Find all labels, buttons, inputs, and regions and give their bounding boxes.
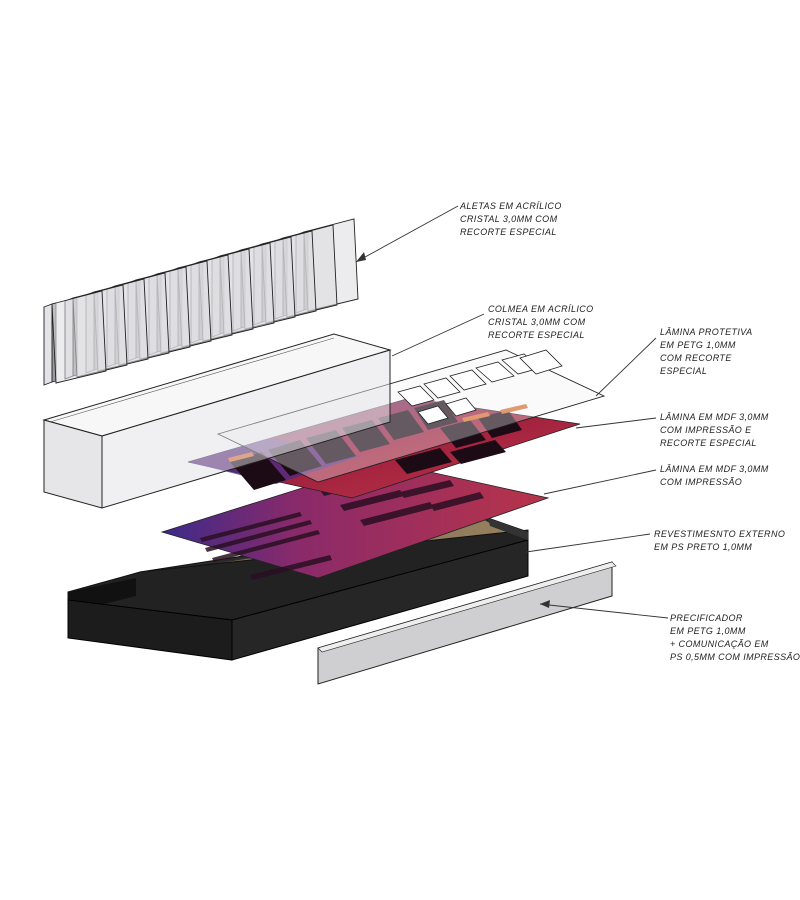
label-colmeia: COLMEA EM ACRÍLICO CRISTAL 3,0MM COM REC…	[488, 303, 594, 342]
petg-cutouts	[397, 349, 563, 425]
leader-mdf-impressao	[543, 469, 657, 495]
leader-lines	[355, 205, 669, 619]
label-colmeia-line-1: COLMEA EM ACRÍLICO	[488, 304, 594, 314]
petg-sheet	[216, 349, 606, 483]
label-aletas-line-3: RECORTE ESPECIAL	[460, 227, 557, 237]
leader-precificador	[539, 603, 669, 619]
label-mdf-impressao-line-2: COM IMPRESSÃO	[660, 477, 743, 487]
base-end-cap	[488, 518, 528, 540]
label-precificador-line-4: PS 0,5MM COM IMPRESSÃO	[670, 652, 800, 662]
petg-protective-layer	[216, 349, 606, 483]
acrylic-fin	[43, 290, 107, 386]
leader-revestimento	[525, 533, 651, 553]
label-lamina-protetiva: LÂMINA PROTETIVA EM PETG 1,0MM COM RECOR…	[660, 326, 753, 378]
arrowhead-precificador	[540, 600, 550, 608]
label-colmeia-line-3: RECORTE ESPECIAL	[488, 330, 585, 340]
leader-arrowheads	[356, 252, 550, 608]
leader-mdf-recorte	[575, 417, 657, 429]
label-mdf-recorte: LÂMINA EM MDF 3,0MM COM IMPRESSÃO E RECO…	[660, 411, 769, 450]
label-aletas-line-1: ALETAS EM ACRÍLICO	[460, 201, 562, 211]
label-precificador-line-2: EM PETG 1,0MM	[670, 626, 746, 636]
mdf-printed-layer	[160, 461, 550, 580]
label-precificador-line-3: + COMUNICAÇÃO EM	[670, 639, 769, 649]
label-mdf-impressao: LÂMINA EM MDF 3,0MM COM IMPRESSÃO	[660, 463, 769, 489]
label-lamina-protetiva-line-1: LÂMINA PROTETIVA	[660, 327, 753, 337]
price-holder	[317, 561, 617, 685]
label-lamina-protetiva-line-3: COM RECORTE	[660, 353, 732, 363]
label-mdf-recorte-line-2: COM IMPRESSÃO E	[660, 425, 752, 435]
mdf-printed-slots	[200, 480, 484, 580]
leader-lamina-protetiva	[595, 337, 657, 397]
label-aletas: ALETAS EM ACRÍLICO CRISTAL 3,0MM COM REC…	[460, 200, 562, 239]
label-revestimento-line-1: REVESTIMESNTO EXTERNO	[654, 529, 786, 539]
label-mdf-recorte-line-1: LÂMINA EM MDF 3,0MM	[660, 412, 769, 422]
base-left-wall	[68, 578, 136, 606]
label-aletas-line-2: CRISTAL 3,0MM COM	[460, 214, 558, 224]
leader-colmeia	[391, 313, 485, 357]
label-precificador: PRECIFICADOR EM PETG 1,0MM + COMUNICAÇÃO…	[670, 612, 800, 664]
arrowhead-aletas	[356, 252, 366, 262]
label-precificador-line-1: PRECIFICADOR	[670, 613, 743, 623]
honeycomb-side	[101, 349, 391, 509]
honeycomb-inner-line	[49, 337, 335, 423]
base-right-face	[231, 539, 529, 661]
honeycomb-front	[43, 419, 103, 509]
leader-aletas	[355, 205, 459, 263]
label-lamina-protetiva-line-2: EM PETG 1,0MM	[660, 340, 736, 350]
label-colmeia-line-2: CRISTAL 3,0MM COM	[488, 317, 586, 327]
label-revestimento-line-2: EM PS PRETO 1,0MM	[654, 542, 753, 552]
label-mdf-recorte-line-3: RECORTE ESPECIAL	[660, 438, 757, 448]
label-mdf-impressao-line-1: LÂMINA EM MDF 3,0MM	[660, 464, 769, 474]
acrylic-fins-group	[43, 218, 359, 386]
label-lamina-protetiva-line-4: ESPECIAL	[660, 366, 708, 376]
price-holder-top	[317, 561, 617, 653]
label-revestimento: REVESTIMESNTO EXTERNO EM PS PRETO 1,0MM	[654, 528, 785, 554]
acrylic-honeycomb	[42, 333, 392, 509]
